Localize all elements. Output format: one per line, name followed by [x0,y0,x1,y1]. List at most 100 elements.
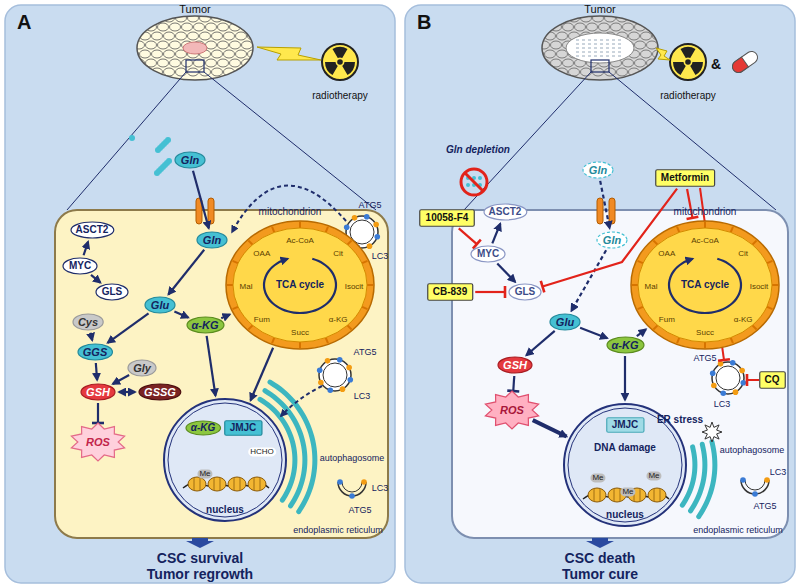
tumor-outline [137,16,253,80]
membrane-protein [344,224,350,230]
node-text: GGS [83,346,107,359]
arrow-connector [571,250,606,311]
tumor-cell [545,68,556,76]
membrane-protein [733,389,739,395]
node-text: ROS [86,436,110,449]
node-text: GLS [102,286,123,298]
nucleosome-stripe [614,489,615,501]
arrow-connector [174,311,188,317]
autophagosome [712,362,744,394]
node-text: Cys [78,316,98,329]
tumor-cell [617,68,628,76]
node-text: GSH [86,386,110,399]
membrane-protein [764,477,770,483]
necrosis-hatch [576,48,624,49]
metabolite-oval: GSH [497,356,533,374]
tumor-cell [533,14,544,22]
arrow-connector [91,333,93,340]
nucleosome-stripe [240,478,241,490]
membrane-protein [364,214,370,220]
er-membrane [691,444,705,511]
er-membrane [699,442,715,517]
arrow-connector [624,356,626,400]
tumor-cells [533,14,664,80]
protein-oval: MYC [470,245,506,263]
tumor-cell [212,32,223,40]
drug-box: Metformin [655,169,715,187]
mitochondrion-matrix [233,228,367,342]
tumor-cell [587,23,598,31]
oval-outline [484,204,527,220]
node-text: GLS [515,286,536,298]
nucleosome-stripe [200,478,201,490]
radiation-symbol [670,44,706,80]
tumor-cell [134,41,145,49]
zoom-box [186,60,204,72]
tumor-cell [557,32,568,40]
membrane-protein [739,368,745,374]
nucleosome-stripe [640,489,641,501]
tumor-cell [134,23,145,31]
node-text: TCA cycle [681,279,729,291]
tumor-cell [176,68,187,76]
node-text: ASCT2 [489,206,522,218]
tumor-cell [623,23,634,31]
depleted-metabolite: Gln [582,161,614,179]
tumor-cell [140,50,151,58]
nucleosome-stripe [600,489,601,501]
tumor-cell [236,50,247,58]
cell-membrane [55,210,388,538]
tumor-cell [545,50,556,58]
nucleosome-stripe [254,478,255,490]
node-text: Gln [603,234,621,247]
node-text: JMJC [230,422,257,434]
membrane-protein [711,383,717,389]
arrow-connector [108,313,149,343]
protein-label: LC3 [354,391,371,401]
necrosis-hatch [576,44,624,45]
node-text: MYC [477,248,499,260]
nuclear-envelope [164,399,286,521]
metabolite-oval: Glu [144,296,176,314]
node-text: Gln [589,164,607,177]
metabolite-oval: α-KG [606,336,645,354]
metabolite-oval: Gln [196,231,228,249]
recycling-arrow [281,386,322,416]
nucleosome-stripe [594,489,595,501]
gln-dot [155,147,161,153]
box-outline [224,421,261,436]
oval-outline [128,360,156,376]
oval-outline [139,384,181,400]
figure-label: Tumor [584,3,615,16]
box-outline [428,284,473,301]
inhibition-line [747,379,759,381]
organelle-label: autophagosome [320,453,385,463]
tumor-cell [653,14,664,22]
tumor-cell [158,41,169,49]
enzyme-oval: GLS [508,283,542,301]
tumor-cell [236,32,247,40]
arrow-connector [193,171,209,228]
nucleosome-stripe [234,478,235,490]
membrane-protein [367,243,373,249]
star-outline [71,423,124,461]
tumor-cell [128,68,139,76]
protein-oval: MYC [62,257,98,275]
box-outline [656,170,715,187]
lightning-bolt [656,48,670,60]
protein-label: LC3 [372,251,389,261]
node-text: B [417,11,431,34]
tumor-cell [236,14,247,22]
tumor-outline [542,16,658,80]
drug-box: CB-839 [427,283,473,301]
radiation-blade [681,47,696,58]
tumor-cell [539,23,550,31]
protein-label: ATG5 [359,200,382,210]
necrosis-hatch [576,56,624,57]
tumor-cell [152,50,163,58]
node-text: CQ [765,374,780,386]
membrane-protein [349,493,355,499]
organelle-label: endoplasmic reticulum [293,525,383,535]
metabolite-oval: GGS [77,343,113,361]
